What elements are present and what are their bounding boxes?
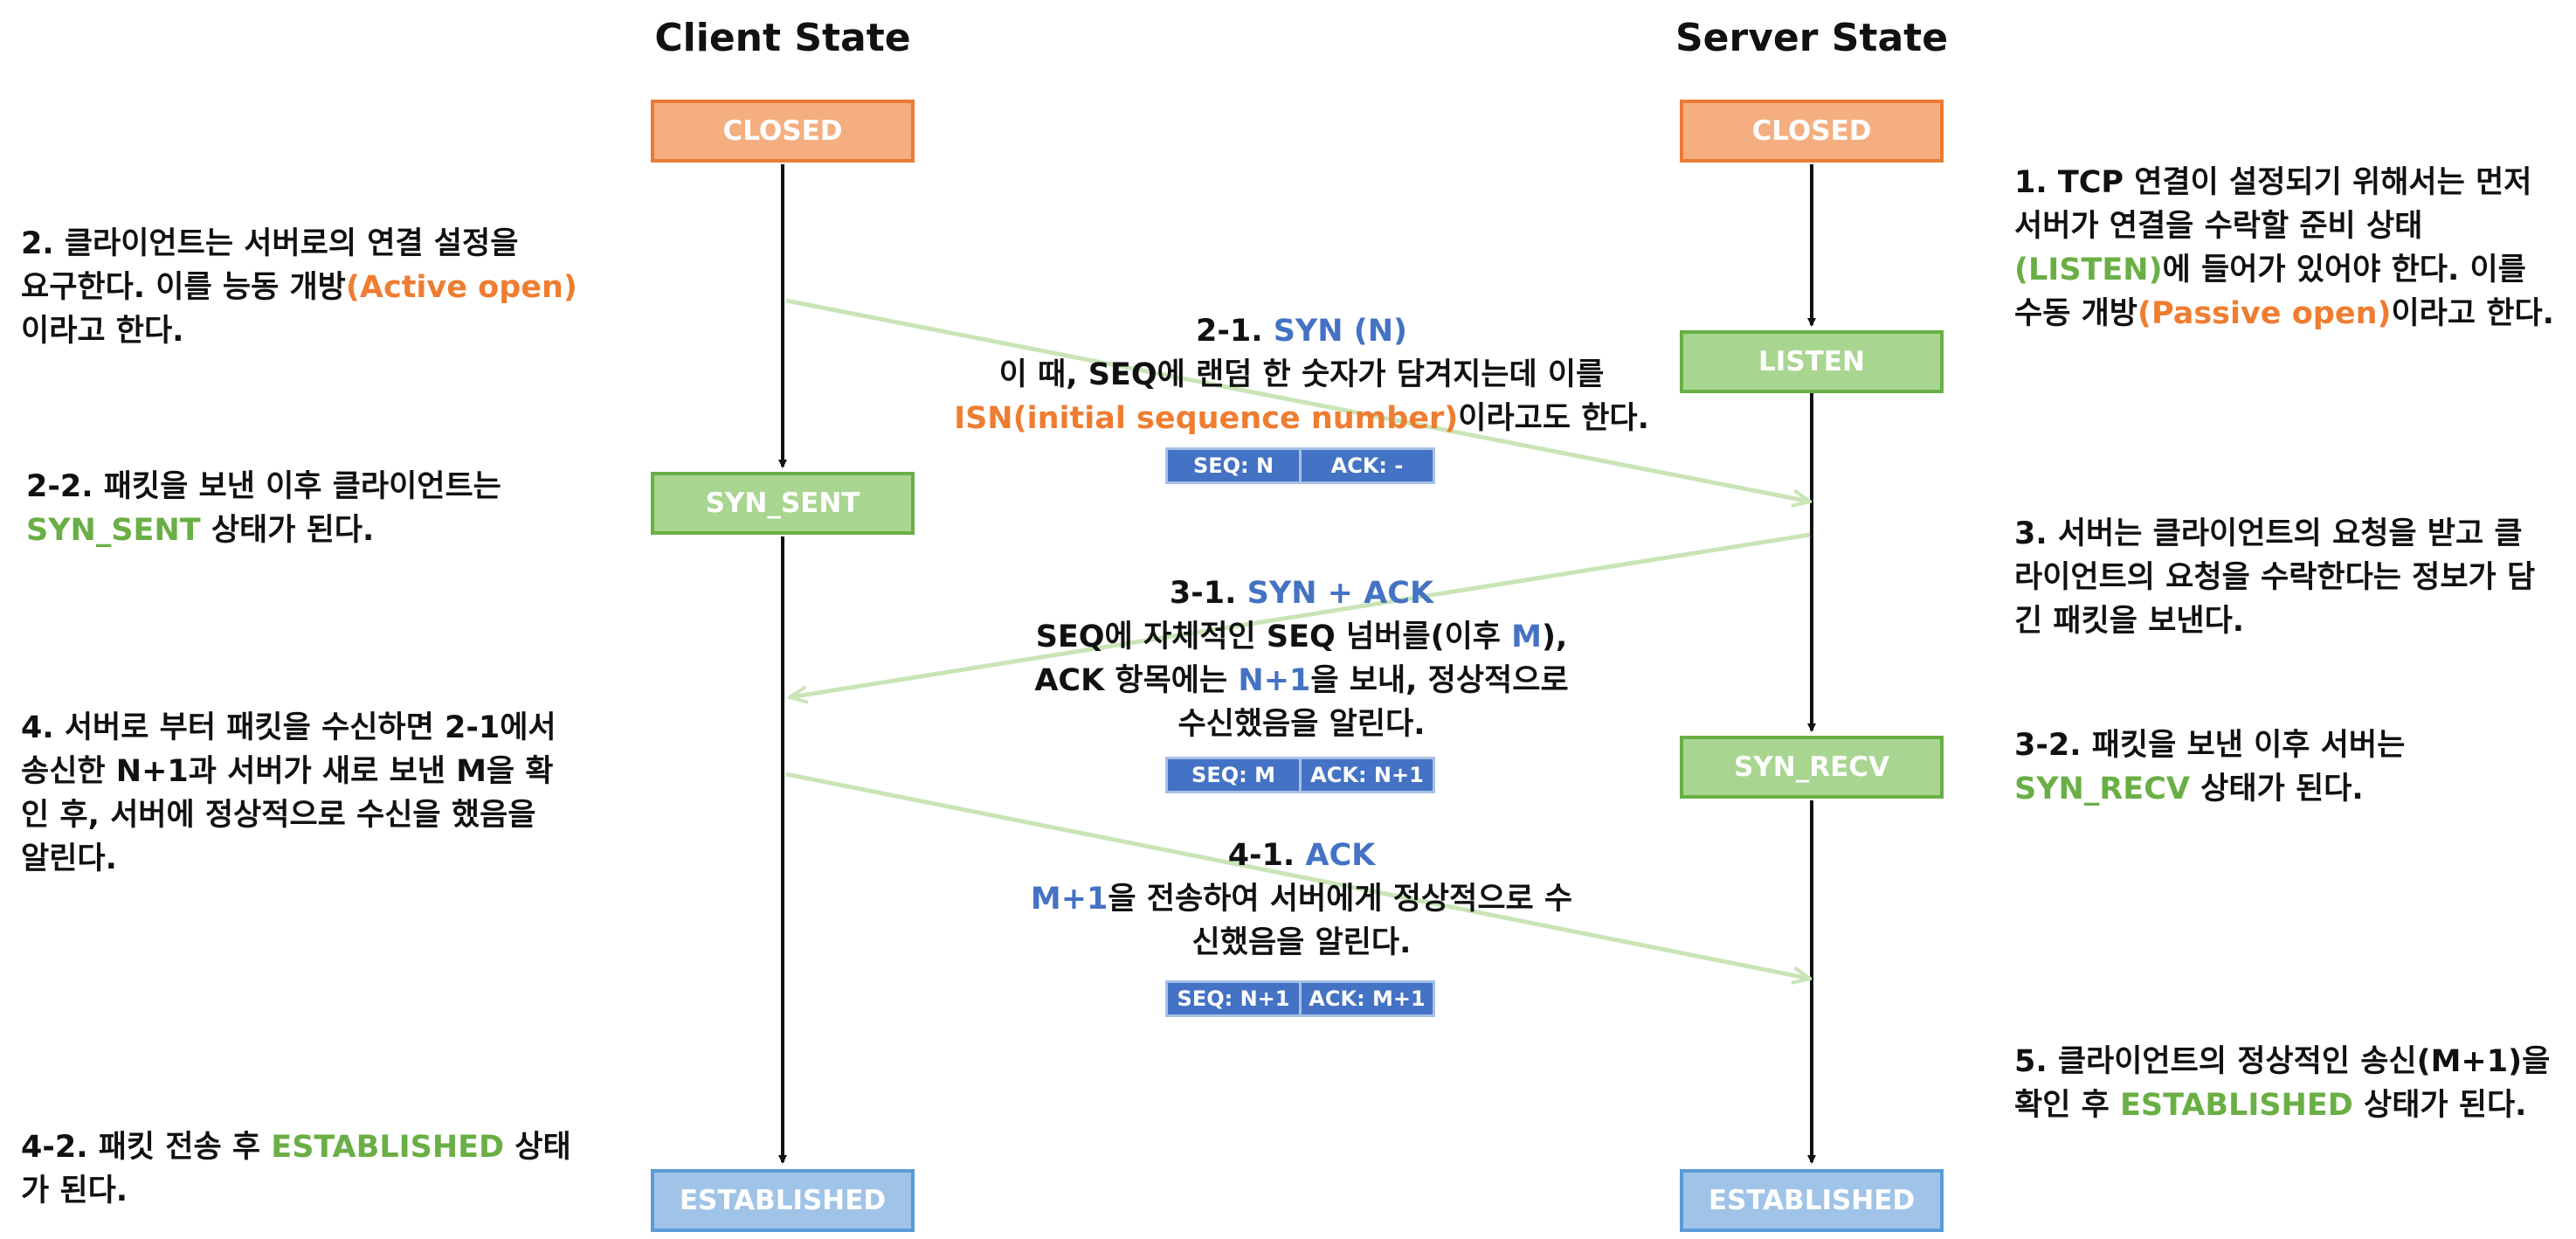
- note-server-established: 5. 클라이언트의 정상적인 송신(M+1)을 확인 후 ESTABLISHED…: [2014, 1044, 2551, 1123]
- note-client-established: 4-2. 패킷 전송 후 ESTABLISHED 상태 가 된다.: [21, 1130, 571, 1208]
- note-syn: 2-1. SYN (N) 이 때, SEQ에 랜덤 한 숫자가 담겨지는데 이를…: [954, 314, 1649, 436]
- client-state-header: Client State: [654, 16, 911, 60]
- packet-syn-ack: SEQ: M ACK: N+1: [1165, 757, 1435, 793]
- note-syn-recv: 3-2. 패킷을 보낸 이후 서버는 SYN_RECV 상태가 된다.: [2014, 728, 2406, 806]
- note-client-ack: 4. 서버로 부터 패킷을 수신하면 2-1에서 송신한 N+1과 서버가 새로…: [21, 710, 556, 876]
- client-closed-state: CLOSED: [651, 100, 915, 163]
- server-established-state: ESTABLISHED: [1680, 1169, 1944, 1232]
- server-state-header: Server State: [1675, 16, 1949, 60]
- client-syn-sent-state: SYN_SENT: [651, 472, 915, 535]
- ack-arrow: [785, 772, 1810, 979]
- syn-arrow: [785, 298, 1810, 502]
- server-listen-state: LISTEN: [1680, 330, 1944, 393]
- packet-ack-field: ACK: -: [1302, 450, 1433, 481]
- note-syn-ack: 3-1. SYN + ACK SEQ에 자체적인 SEQ 넘버를(이후 M), …: [1034, 576, 1569, 742]
- packet-seq-field: SEQ: M: [1168, 759, 1299, 791]
- note-syn-sent: 2-2. 패킷을 보낸 이후 클라이언트는 SYN_SENT 상태가 된다.: [26, 469, 501, 548]
- packet-syn: SEQ: N ACK: -: [1165, 447, 1435, 484]
- syn-ack-arrow: [790, 532, 1811, 697]
- note-ack: 4-1. ACK M+1을 전송하여 서버에게 정상적으로 수 신했음을 알린다…: [1030, 838, 1573, 960]
- note-active-open: 2. 클라이언트는 서버로의 연결 설정을 요구한다. 이를 능동 개방(Act…: [21, 226, 577, 349]
- packet-ack: SEQ: N+1 ACK: M+1: [1165, 980, 1435, 1017]
- server-closed-state: CLOSED: [1680, 100, 1944, 163]
- client-established-state: ESTABLISHED: [651, 1169, 915, 1232]
- packet-seq-field: SEQ: N: [1168, 450, 1299, 481]
- note-server-accept: 3. 서버는 클라이언트의 요청을 받고 클 라이언트의 요청을 수락한다는 정…: [2014, 516, 2536, 639]
- packet-ack-field: ACK: M+1: [1302, 983, 1433, 1014]
- server-syn-recv-state: SYN_RECV: [1680, 736, 1944, 799]
- packet-seq-field: SEQ: N+1: [1168, 983, 1299, 1014]
- packet-ack-field: ACK: N+1: [1302, 759, 1433, 791]
- note-passive-open: 1. TCP 연결이 설정되기 위해서는 먼저 서버가 연결을 수락할 준비 상…: [2014, 165, 2554, 331]
